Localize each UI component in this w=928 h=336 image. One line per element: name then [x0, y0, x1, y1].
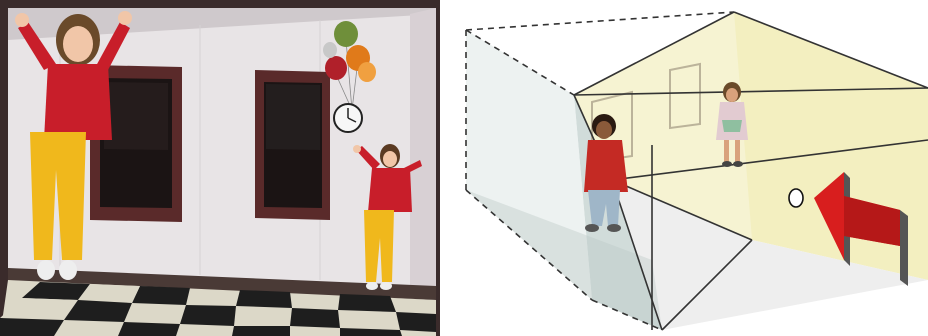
wall-clock-icon [334, 104, 362, 132]
ames-room-photo-canvas [0, 0, 440, 336]
right-wall [410, 8, 436, 300]
ames-room-photo [0, 0, 440, 336]
right-window [255, 70, 330, 220]
viewing-peephole-icon [789, 189, 803, 207]
ames-room-diagram [452, 0, 928, 336]
ames-room-diagram-canvas [452, 0, 928, 336]
